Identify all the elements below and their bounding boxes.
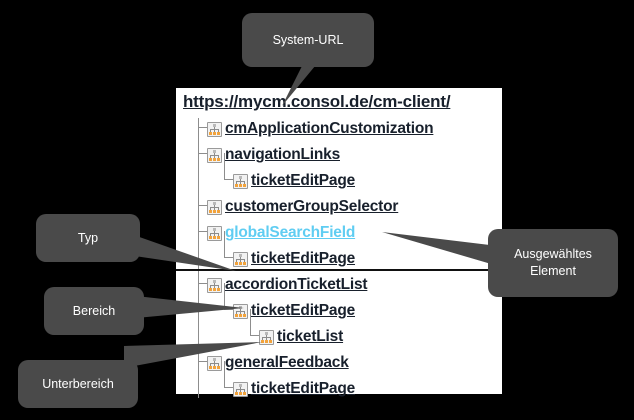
sitemap-icon [233,173,248,189]
sitemap-icon [207,199,222,215]
tree-node-accordionticketlist[interactable]: accordionTicketList [207,275,368,295]
tree-elbow-horizontal [224,257,233,258]
callout-selected-element: Ausgewähltes Element [488,229,618,297]
tree-elbow-horizontal [224,387,233,388]
tree-elbow-vertical [250,309,251,336]
callout-text: Unterbereich [42,376,114,391]
tree-node-ticketlist[interactable]: ticketList [259,327,343,347]
callout-bereich: Bereich [44,287,144,335]
tree-node-label: accordionTicketList [225,276,368,293]
tree-connector-stub [198,127,207,128]
sitemap-icon [207,355,222,371]
tree-elbow-horizontal [224,309,233,310]
callout-text: System-URL [272,32,344,47]
callout-text: Ausgewähltes Element [514,247,592,278]
sitemap-icon [207,277,222,293]
tree-elbow-vertical [224,283,225,310]
tree-node-generalfeedback[interactable]: generalFeedback [207,353,349,373]
callout-typ: Typ [36,214,140,262]
sitemap-icon [207,147,222,163]
callout-system-url: System-URL [242,13,374,67]
tree-node-label: ticketList [277,328,344,345]
callout-pointer-system-url [282,60,322,108]
tree-node-ticketeditpage-accordionticketlist[interactable]: ticketEditPage [233,301,355,321]
callout-pointer-selected-element [382,232,500,268]
callout-text: Bereich [72,303,116,318]
tree-connector-stub [198,231,207,232]
tree-connector-stub [198,283,207,284]
callout-pointer-unterbereich [124,338,264,370]
sitemap-icon [233,381,248,397]
tree-node-label: ticketEditPage [251,302,356,319]
tree-node-ticketeditpage-globalsearchfield[interactable]: ticketEditPage [233,249,355,269]
tree-node-label-selected: globalSearchField [225,224,356,241]
tree-root-url[interactable]: https://mycm.consol.de/cm-client/ [183,92,451,111]
tree-node-label: cmApplicationCustomization [225,120,434,137]
sitemap-icon [207,225,222,241]
section-divider [176,269,502,271]
tree-elbow-horizontal [250,335,259,336]
tree-connector-stub [198,153,207,154]
sitemap-icon [207,121,222,137]
sitemap-icon [233,251,248,267]
tree-node-label: ticketEditPage [251,250,356,267]
tree-node-ticketeditpage-navigationlinks[interactable]: ticketEditPage [233,171,355,191]
tree-node-label: ticketEditPage [251,172,356,189]
callout-pointer-typ [128,233,238,273]
tree-node-label: generalFeedback [225,354,349,371]
tree-node-label: navigationLinks [225,146,340,163]
tree-elbow-vertical [224,361,225,388]
tree-node-navigationlinks[interactable]: navigationLinks [207,145,340,165]
tree-node-globalsearchfield[interactable]: globalSearchField [207,223,355,243]
callout-unterbereich: Unterbereich [18,360,138,408]
tree-elbow-vertical [224,231,225,258]
tree-node-label: customerGroupSelector [225,198,399,215]
callout-pointer-bereich [136,296,246,324]
tree-node-customergroupselector[interactable]: customerGroupSelector [207,197,398,217]
tree-connector-stub [198,205,207,206]
tree-node-ticketeditpage-generalfeedback[interactable]: ticketEditPage [233,379,355,399]
tree-node-cmapplicationcustomization[interactable]: cmApplicationCustomization [207,119,434,139]
tree-connector-stub [198,361,207,362]
tree-elbow-vertical [224,153,225,180]
callout-text: Typ [77,230,99,245]
sitemap-icon [259,329,274,345]
tree-node-label: ticketEditPage [251,380,356,397]
tree-elbow-horizontal [224,179,233,180]
